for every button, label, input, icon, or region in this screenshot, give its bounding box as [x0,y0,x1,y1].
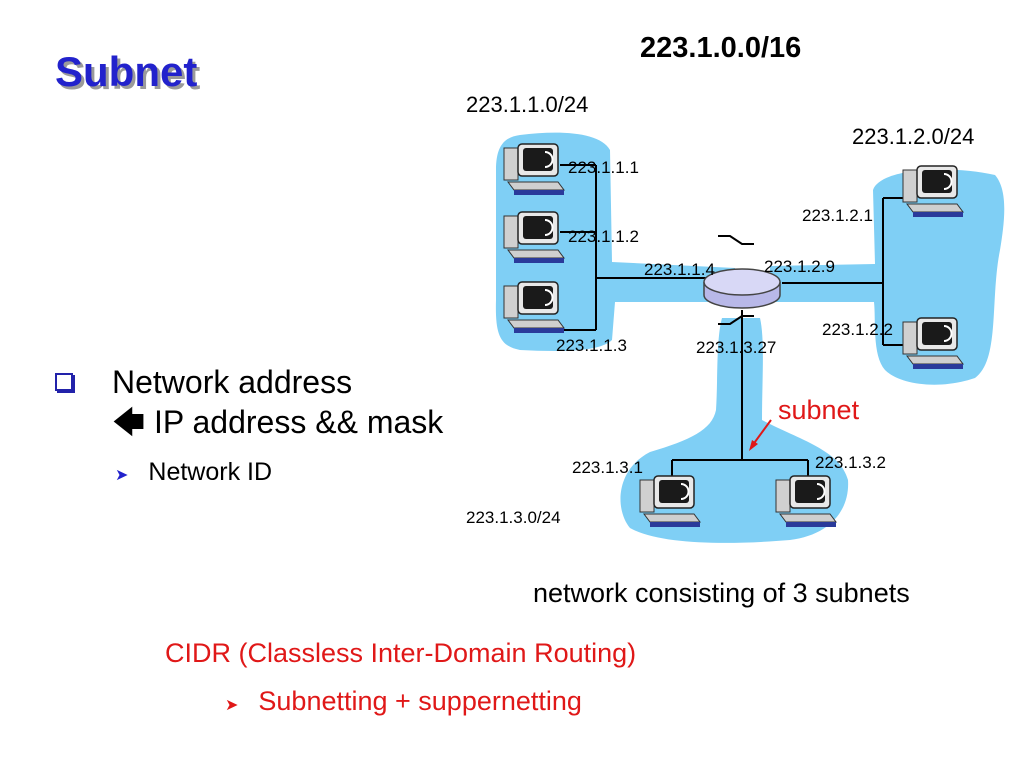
subnet-annotation: subnet [778,395,860,425]
bullet-text-line2: 🡄 IP address && mask [112,403,443,441]
diagram-caption: network consisting of 3 subnets [533,578,910,608]
computer-icon [639,475,701,527]
bullet-text: Network address [112,364,353,400]
host-ip-label: 223.1.3.1 [572,458,643,477]
sub-bullet-cidr: ➤ Subnetting + suppernetting [225,686,582,717]
host-ip-label: 223.1.2.1 [802,206,873,225]
square-bullet-icon [55,373,73,391]
host-ip-label: 223.1.3.2 [815,453,886,472]
router-interface-label: 223.1.1.4 [644,260,715,279]
host-ip-label: 223.1.1.2 [568,227,639,246]
router-icon [703,235,781,325]
sub-bullet-network-id: ➤ Network ID [115,458,272,487]
supernet-label: 223.1.0.0/16 [640,32,802,64]
subnet-right-label: 223.1.2.0/24 [852,124,975,149]
arrow-bullet-icon: ➤ [225,697,239,714]
left-arrow-icon: 🡄 [112,404,146,440]
host-ip-label: 223.1.2.2 [822,320,893,339]
subnet-pointer-arrow [749,419,772,451]
subnet-left-label: 223.1.1.0/24 [466,92,589,117]
cidr-heading: CIDR (Classless Inter-Domain Routing) [165,638,637,668]
slide-title: Subnet [55,48,198,95]
router-interface-label: 223.1.3.27 [696,338,777,357]
computer-icon [902,165,964,217]
computer-icon [503,143,565,195]
subnet-blob-right [770,169,1005,385]
sub-bullet-text: Network ID [148,458,273,486]
sub-bullet-text: Subnetting + suppernetting [258,686,582,716]
arrow-bullet-icon: ➤ [115,467,129,484]
computer-icon [902,317,964,369]
computer-icon [775,475,837,527]
bullet-text: IP address && mask [153,404,444,440]
host-ip-label: 223.1.1.3 [556,336,627,355]
computer-icon [503,211,565,263]
computer-icon [503,281,565,333]
host-ip-label: 223.1.1.1 [568,158,639,177]
subnet-bottom-label: 223.1.3.0/24 [466,508,561,527]
router-interface-label: 223.1.2.9 [764,257,835,276]
